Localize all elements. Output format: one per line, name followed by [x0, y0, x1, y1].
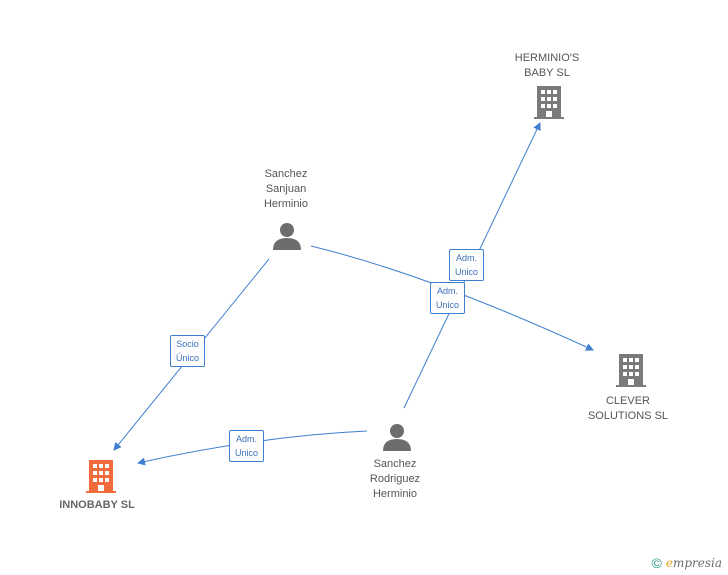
edge-label-adm-unico-clever: Adm. Unico — [430, 282, 466, 314]
node-label-sanchez-sanjuan[interactable]: Sanchez Sanjuan Herminio — [263, 168, 308, 210]
copyright-icon: © — [651, 555, 662, 571]
edge-label-adm-unico-innobaby: Adm. Unico — [229, 430, 265, 462]
building-icon[interactable] — [86, 460, 116, 493]
edge-label-adm-unico-herminios: Adm. Unico — [449, 249, 485, 281]
edge-label-socio-unico: Socio Único — [170, 335, 206, 367]
person-icon[interactable] — [273, 223, 301, 250]
building-icon[interactable] — [534, 86, 564, 119]
node-label-herminios-baby[interactable]: HERMINIO'S BABY SL — [514, 52, 580, 79]
footer-brand: © empresia — [652, 555, 723, 571]
empresia-logo: empresia — [665, 556, 722, 570]
node-label-innobaby[interactable]: INNOBABY SL — [59, 499, 135, 511]
node-label-clever-solutions[interactable]: CLEVER SOLUTIONS SL — [587, 395, 669, 422]
person-icon[interactable] — [383, 424, 411, 451]
node-label-sanchez-rodriguez[interactable]: Sanchez Rodriguez Herminio — [369, 458, 421, 500]
building-icon[interactable] — [616, 354, 646, 387]
